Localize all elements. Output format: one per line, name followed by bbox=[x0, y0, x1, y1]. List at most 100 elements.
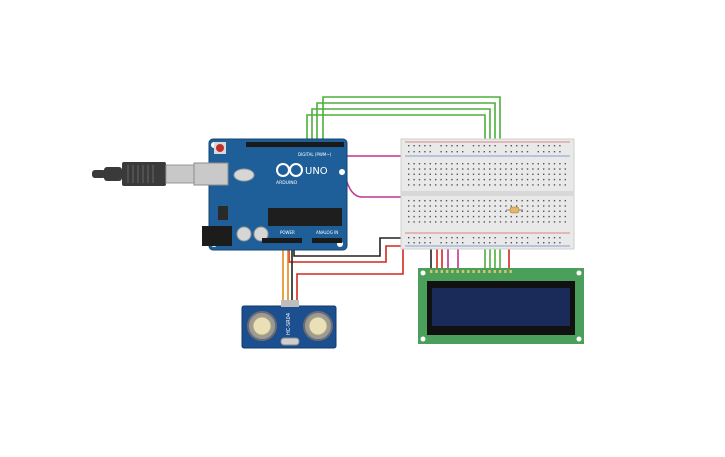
breadboard-hole[interactable] bbox=[516, 168, 518, 170]
breadboard-hole[interactable] bbox=[408, 184, 410, 186]
lcd-pin[interactable] bbox=[498, 270, 502, 273]
breadboard-hole[interactable] bbox=[548, 163, 550, 165]
breadboard-hole[interactable] bbox=[559, 145, 561, 147]
breadboard-hole[interactable] bbox=[494, 242, 496, 244]
breadboard-hole[interactable] bbox=[478, 237, 480, 239]
breadboard-hole[interactable] bbox=[499, 205, 502, 207]
breadboard-hole[interactable] bbox=[532, 205, 534, 207]
breadboard-hole[interactable] bbox=[472, 242, 475, 244]
breadboard-hole[interactable] bbox=[510, 200, 512, 202]
breadboard-hole[interactable] bbox=[521, 210, 523, 212]
breadboard-hole[interactable] bbox=[526, 200, 529, 202]
breadboard-hole[interactable] bbox=[445, 184, 448, 186]
breadboard-hole[interactable] bbox=[516, 151, 518, 153]
breadboard-hole[interactable] bbox=[456, 173, 458, 175]
breadboard-hole[interactable] bbox=[483, 163, 485, 165]
breadboard-hole[interactable] bbox=[462, 173, 464, 175]
breadboard-hole[interactable] bbox=[472, 205, 475, 207]
breadboard-hole[interactable] bbox=[456, 178, 458, 181]
breadboard-hole[interactable] bbox=[435, 200, 437, 202]
breadboard-hole[interactable] bbox=[494, 215, 496, 218]
breadboard-hole[interactable] bbox=[467, 200, 469, 202]
breadboard-hole[interactable] bbox=[564, 205, 566, 207]
breadboard-hole[interactable] bbox=[408, 205, 410, 207]
breadboard-hole[interactable] bbox=[462, 151, 464, 153]
breadboard-hole[interactable] bbox=[489, 178, 491, 181]
breadboard-hole[interactable] bbox=[451, 210, 453, 212]
breadboard-hole[interactable] bbox=[472, 221, 475, 223]
breadboard-hole[interactable] bbox=[505, 215, 507, 218]
breadboard-hole[interactable] bbox=[532, 173, 534, 175]
breadboard-hole[interactable] bbox=[521, 205, 523, 207]
breadboard-hole[interactable] bbox=[516, 173, 518, 175]
breadboard-hole[interactable] bbox=[451, 145, 453, 147]
breadboard-hole[interactable] bbox=[548, 221, 550, 223]
breadboard-hole[interactable] bbox=[521, 184, 523, 186]
breadboard-hole[interactable] bbox=[543, 242, 545, 244]
breadboard-hole[interactable] bbox=[451, 215, 453, 218]
breadboard-hole[interactable] bbox=[418, 178, 421, 181]
breadboard-hole[interactable] bbox=[429, 184, 431, 186]
breadboard-hole[interactable] bbox=[408, 145, 410, 147]
breadboard-hole[interactable] bbox=[424, 200, 426, 202]
breadboard-hole[interactable] bbox=[483, 168, 485, 170]
breadboard-hole[interactable] bbox=[564, 168, 566, 170]
breadboard-hole[interactable] bbox=[462, 215, 464, 218]
breadboard-hole[interactable] bbox=[553, 168, 556, 170]
breadboard-hole[interactable] bbox=[462, 210, 464, 212]
breadboard-hole[interactable] bbox=[505, 163, 507, 165]
breadboard-hole[interactable] bbox=[521, 200, 523, 202]
breadboard-hole[interactable] bbox=[483, 151, 485, 153]
breadboard-hole[interactable] bbox=[559, 151, 561, 153]
lcd-pin[interactable] bbox=[472, 270, 475, 273]
breadboard-hole[interactable] bbox=[537, 242, 539, 244]
breadboard-hole[interactable] bbox=[483, 178, 485, 181]
breadboard-hole[interactable] bbox=[559, 210, 561, 212]
breadboard-hole[interactable] bbox=[526, 173, 529, 175]
breadboard-hole[interactable] bbox=[526, 151, 529, 153]
breadboard-hole[interactable] bbox=[445, 237, 448, 239]
breadboard-hole[interactable] bbox=[445, 205, 448, 207]
breadboard-hole[interactable] bbox=[435, 163, 437, 165]
arduino-uno[interactable]: UNO ARDUINO DIGITAL (PWM~) POWER ANALOG … bbox=[193, 138, 348, 251]
breadboard-hole[interactable] bbox=[494, 237, 496, 239]
breadboard-hole[interactable] bbox=[467, 210, 469, 212]
breadboard-hole[interactable] bbox=[494, 151, 496, 153]
breadboard-hole[interactable] bbox=[499, 178, 502, 181]
breadboard-hole[interactable] bbox=[510, 173, 512, 175]
breadboard-hole[interactable] bbox=[440, 145, 442, 147]
breadboard-hole[interactable] bbox=[526, 237, 529, 239]
breadboard-hole[interactable] bbox=[489, 215, 491, 218]
breadboard-hole[interactable] bbox=[445, 168, 448, 170]
breadboard-hole[interactable] bbox=[543, 163, 545, 165]
breadboard-hole[interactable] bbox=[521, 178, 523, 181]
breadboard-hole[interactable] bbox=[483, 173, 485, 175]
breadboard-hole[interactable] bbox=[435, 205, 437, 207]
breadboard-hole[interactable] bbox=[445, 242, 448, 244]
breadboard-hole[interactable] bbox=[472, 145, 475, 147]
lcd-pin[interactable] bbox=[509, 270, 512, 273]
breadboard-hole[interactable] bbox=[537, 151, 539, 153]
breadboard-hole[interactable] bbox=[548, 168, 550, 170]
breadboard-hole[interactable] bbox=[478, 205, 480, 207]
breadboard-hole[interactable] bbox=[516, 215, 518, 218]
breadboard-hole[interactable] bbox=[435, 173, 437, 175]
breadboard-hole[interactable] bbox=[543, 178, 545, 181]
breadboard-hole[interactable] bbox=[494, 178, 496, 181]
breadboard-hole[interactable] bbox=[418, 215, 421, 218]
breadboard-hole[interactable] bbox=[526, 163, 529, 165]
breadboard-hole[interactable] bbox=[521, 237, 523, 239]
breadboard-hole[interactable] bbox=[445, 163, 448, 165]
breadboard-hole[interactable] bbox=[564, 184, 566, 186]
breadboard-hole[interactable] bbox=[456, 200, 458, 202]
breadboard-hole[interactable] bbox=[559, 242, 561, 244]
digital-header[interactable] bbox=[246, 142, 344, 147]
breadboard-hole[interactable] bbox=[408, 221, 410, 223]
breadboard-hole[interactable] bbox=[505, 221, 507, 223]
breadboard-hole[interactable] bbox=[472, 178, 475, 181]
breadboard-hole[interactable] bbox=[505, 145, 507, 147]
breadboard-hole[interactable] bbox=[510, 151, 512, 153]
breadboard-hole[interactable] bbox=[516, 184, 518, 186]
breadboard-hole[interactable] bbox=[553, 221, 556, 223]
breadboard-hole[interactable] bbox=[553, 184, 556, 186]
